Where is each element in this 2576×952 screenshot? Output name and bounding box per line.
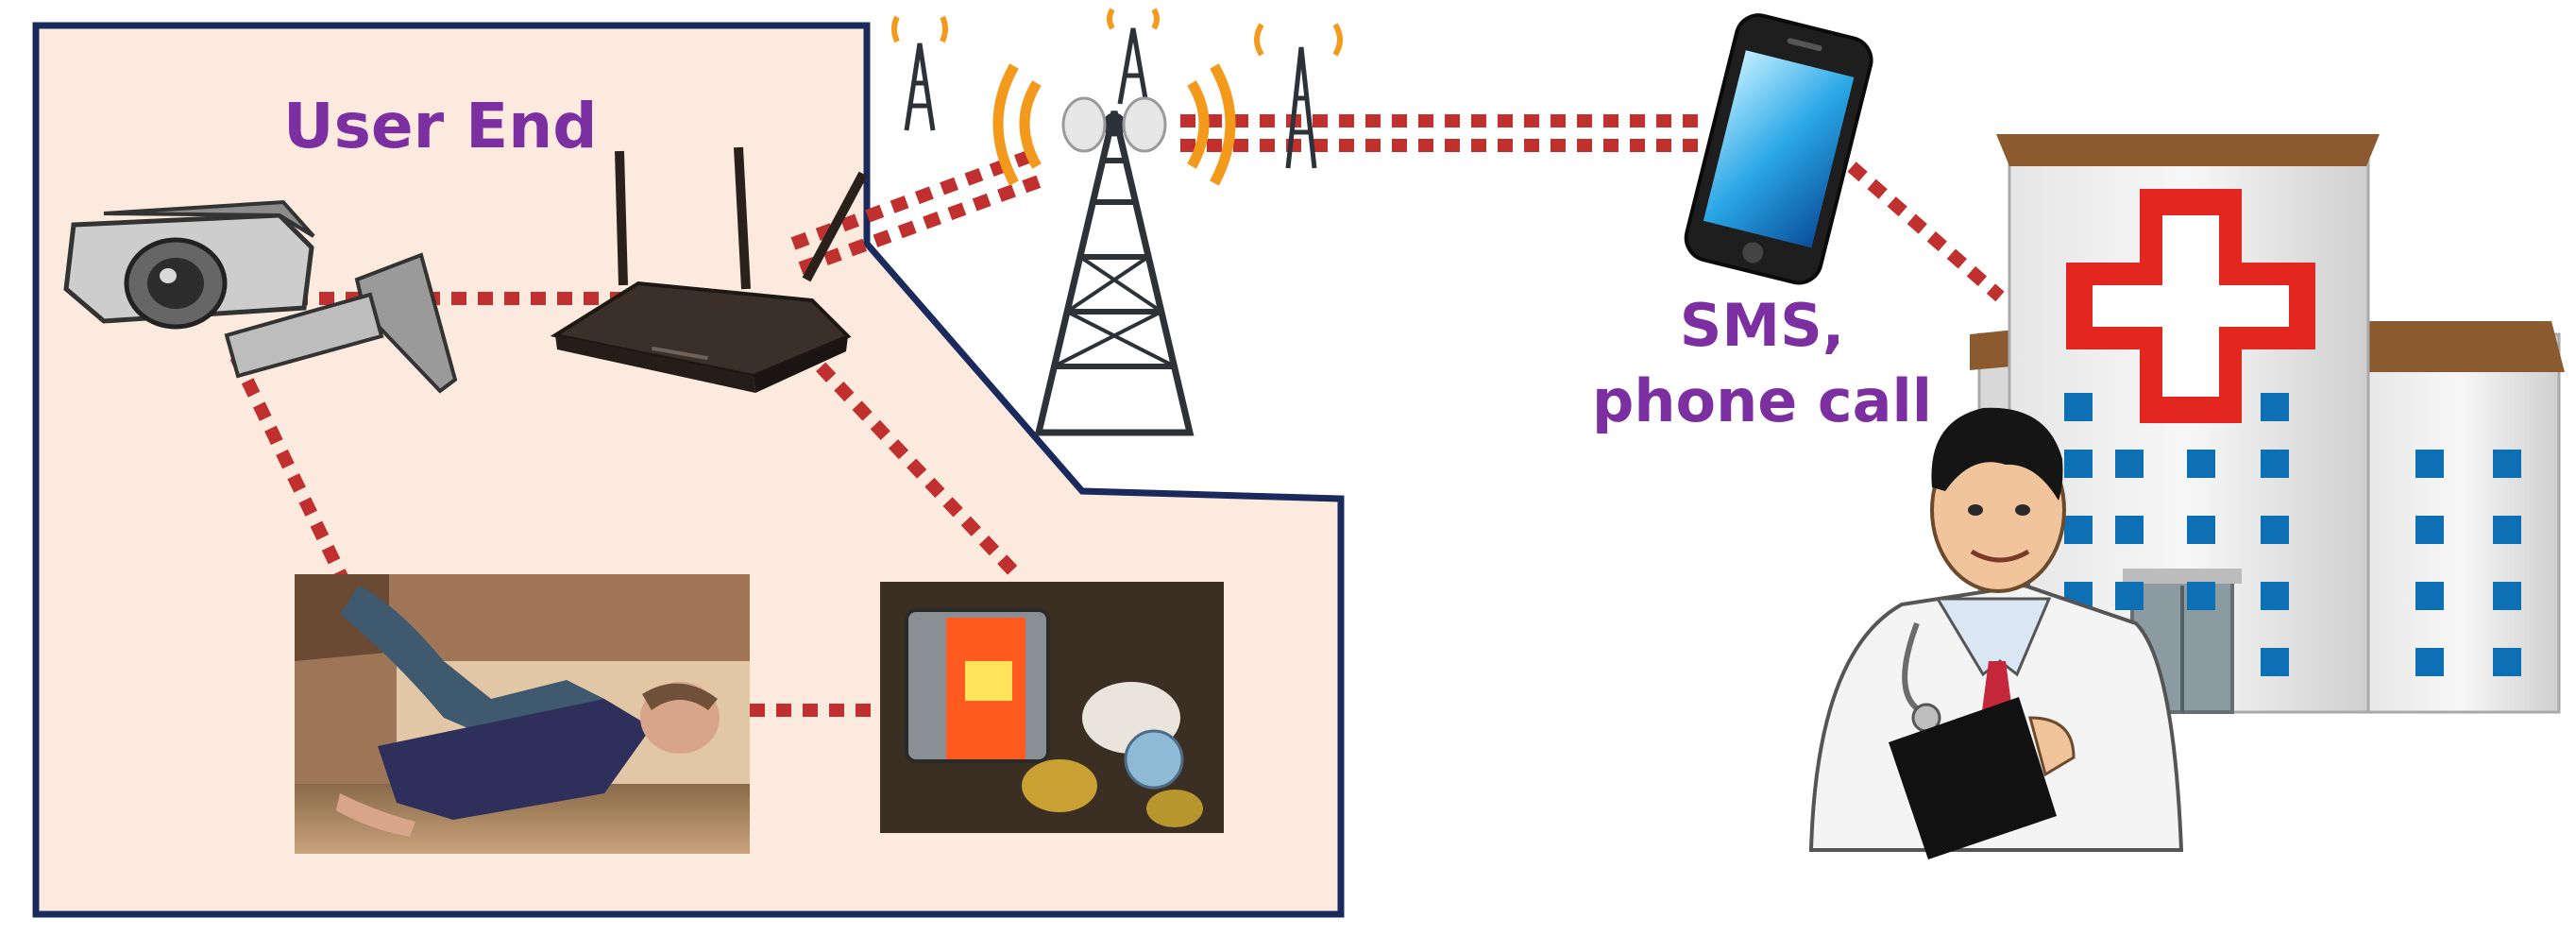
hospital-window xyxy=(2261,516,2289,544)
hospital-icon xyxy=(1970,134,2565,714)
hospital-window xyxy=(2064,450,2093,478)
hospital-window xyxy=(2187,582,2215,610)
sms-label-line2: phone call xyxy=(1592,366,1932,435)
hospital-window xyxy=(2064,516,2093,544)
hospital-window xyxy=(2493,450,2521,478)
security-camera-icon xyxy=(63,199,458,394)
doctor-icon xyxy=(1808,407,2184,859)
hospital-window xyxy=(2115,450,2144,478)
network-links xyxy=(229,114,2005,717)
hospital-window xyxy=(2415,582,2444,610)
fallen-person-photo xyxy=(295,574,750,854)
sms-label-line1: SMS, xyxy=(1680,291,1845,360)
hospital-window xyxy=(2261,648,2289,676)
hospital-window xyxy=(2187,516,2215,544)
hospital-window xyxy=(2415,516,2444,544)
link-phone-hospital xyxy=(1827,144,2005,302)
hospital-window xyxy=(2493,516,2521,544)
hospital-window xyxy=(2493,648,2521,676)
user-end-label: User End xyxy=(283,90,597,162)
hospital-window xyxy=(2115,516,2144,544)
cell-tower-icon xyxy=(891,8,1343,436)
link-router-tower-b xyxy=(798,173,1047,275)
hospital-window xyxy=(2415,450,2444,478)
hospital-window xyxy=(2493,582,2521,610)
hospital-window xyxy=(2261,582,2289,610)
hospital-window xyxy=(2261,393,2289,421)
hospital-window xyxy=(2115,582,2144,610)
wearable-sensor-photo xyxy=(880,582,1224,833)
link-router-tower-a xyxy=(790,146,1042,250)
hospital-window xyxy=(2261,450,2289,478)
wifi-router-icon xyxy=(550,146,868,393)
smartphone-icon xyxy=(1684,13,1873,285)
hospital-window xyxy=(2187,450,2215,478)
hospital-window xyxy=(2064,393,2093,421)
hospital-window xyxy=(2415,648,2444,676)
